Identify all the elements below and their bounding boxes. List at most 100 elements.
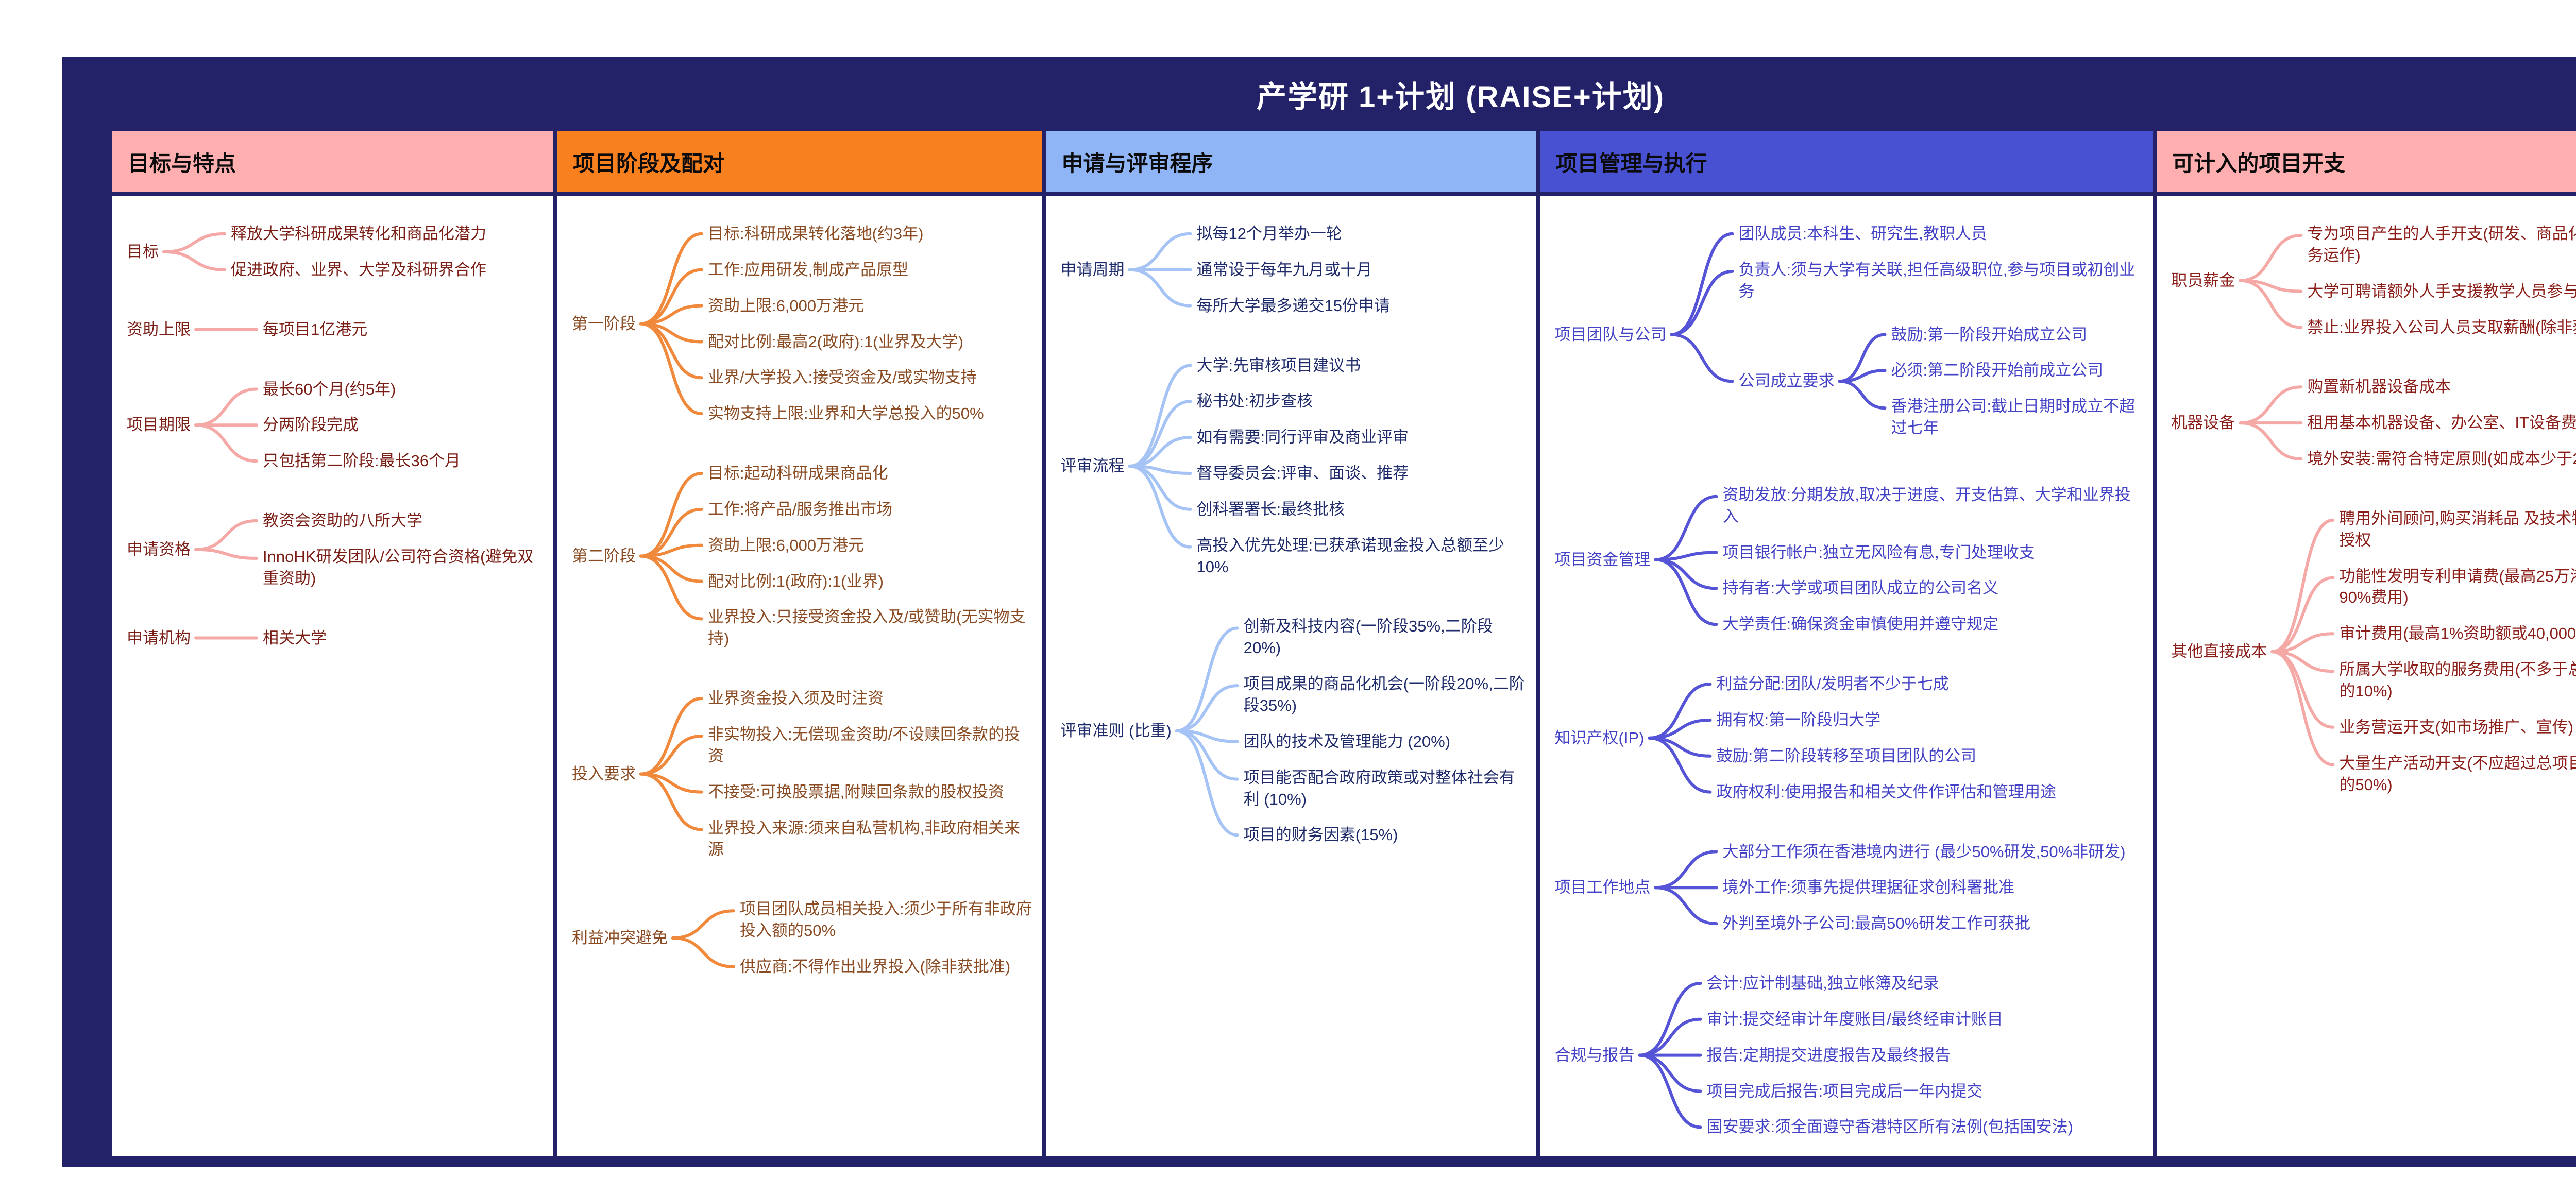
mindmap-group: 合规与报告 会计:应计制基础,独立帐簿及纪录审计:提交经审计年度账目/最终经审计账… xyxy=(1555,965,2145,1145)
column-body: 职员薪金 专为项目产生的人手开支(研发、商品化、业务运作) 大学可聘请额外人手支援教… xyxy=(2157,196,2576,1156)
leaf-node: 大学:先审核项目建议书 xyxy=(1196,356,1361,374)
leaf-node: 业务营运开支(如市场推广、宣传) xyxy=(2339,718,2573,736)
branch-label: 其他直接成本 xyxy=(2171,642,2267,661)
leaf-node: 团队的技术及管理能力 (20%) xyxy=(1243,732,1451,750)
title-bar: 产学研 1+计划 (RAISE+计划) xyxy=(62,57,2576,131)
branch-children: 项目团队成员相关投入:须少于所有非政府投入额的50%供应商:不得作出业界投入(除… xyxy=(740,891,1034,985)
leaf-node: 目标:科研成果转化落地(约3年) xyxy=(707,225,924,243)
leaf-node: 持有者:大学或项目团队成立的公司名义 xyxy=(1722,579,1999,598)
branch-label: 职员薪金 xyxy=(2171,271,2235,289)
leaf-node: 鼓励:第一阶段开始成立公司 xyxy=(1891,325,2088,344)
branch-children: 大学:先审核项目建议书秘书处:初步查核如有需要:同行评审及商业评审督导委员会:评… xyxy=(1196,348,1528,585)
leaf-node: 所属大学收取的服务费用(不多于总开支的10%) xyxy=(2339,660,2576,700)
leaf-node: 禁止:业界投入公司人员支取薪酬(除非获批) xyxy=(2307,318,2576,336)
column-body: 项目团队与公司团队成员:本科生、研究生,教职人员负责人:须与大学有关联,担任高级… xyxy=(1540,196,2153,1156)
column-header: 项目管理与执行 xyxy=(1540,131,2153,196)
branch-label: 评审流程 xyxy=(1060,457,1125,475)
branch-children: 资助发放:分期发放,取决于进度、开支估算、大学和业界投入项目银行帐户:独立无风险… xyxy=(1723,477,2145,642)
leaf-node: 审计:提交经审计年度账目/最终经审计账目 xyxy=(1706,1010,2003,1028)
branch-label: 投入要求 xyxy=(571,764,636,783)
mindmap-group: 其他直接成本 聘用外间顾问,购买消耗品 及技术特许授权功能性发明专利申请费(最高2… xyxy=(2171,501,2576,803)
mindmap-group: 评审流程 大学:先审核项目建议书秘书处:初步查核如有需要:同行评审及商业评审督导委… xyxy=(1060,348,1528,585)
leaf-node: 创新及科技内容(一阶段35%,二阶段20%) xyxy=(1243,617,1493,657)
mindmap-group: 公司成立要求鼓励:第一阶段开始成立公司必须:第二阶段开始前成立公司香港注册公司:… xyxy=(1739,317,2145,446)
mindmap-group: 评审准则 (比重)创新及科技内容(一阶段35%,二阶段20%)项目成果的商品化机… xyxy=(1060,608,1528,853)
branch-children: 业界资金投入须及时注资非实物投入:无偿现金资助/不设赎回条款的投资不接受:可换股… xyxy=(708,680,1034,867)
leaf-node: 项目完成后报告:项目完成后一年内提交 xyxy=(1706,1082,1983,1100)
leaf-node: 供应商:不得作出业界投入(除非获批准) xyxy=(739,957,1011,976)
app-frame: 产学研 1+计划 (RAISE+计划) 目标与特点目标释放大学科研成果转化和商品… xyxy=(62,57,2576,1167)
leaf-node: 项目能否配合政府政策或对整体社会有利 (10%) xyxy=(1243,768,1515,808)
leaf-node: 大学责任:确保资金审慎使用并遵守规定 xyxy=(1722,615,1999,634)
mindmap-group: 项目资金管理资助发放:分期发放,取决于进度、开支估算、大学和业界投入项目银行帐户… xyxy=(1555,477,2145,642)
column-body: 申请周期拟每12个月举办一轮通常设于每年九月或十月每所大学最多递交15份申请评审… xyxy=(1046,196,1536,1156)
branch-children: 会计:应计制基础,独立帐簿及纪录审计:提交经审计年度账目/最终经审计账目报告:定… xyxy=(1707,965,2145,1145)
leaf-node: 政府权利:使用报告和相关文件作评估和管理用途 xyxy=(1716,782,2057,801)
leaf-node: 外判至境外子公司:最高50%研发工作可获批 xyxy=(1722,914,2031,933)
mindmap-group: 申请周期拟每12个月举办一轮通常设于每年九月或十月每所大学最多递交15份申请 xyxy=(1060,216,1528,324)
branch-label: 资助上限 xyxy=(127,320,191,338)
branch-children: 利益分配:团队/发明者不少于七成拥有权:第一阶段归大学鼓励:第二阶段转移至项目团… xyxy=(1716,666,2144,810)
mindmap-column: 申请与评审程序申请周期拟每12个月举办一轮通常设于每年九月或十月每所大学最多递交… xyxy=(1046,131,1536,1156)
leaf-node: 业界资金投入须及时注资 xyxy=(707,689,884,708)
leaf-node: 督导委员会:评审、面谈、推荐 xyxy=(1196,464,1409,483)
leaf-node: 专为项目产生的人手开支(研发、商品化、业务运作) xyxy=(2307,225,2576,264)
branch-children: 每项目1亿港元 xyxy=(263,312,545,348)
column-header: 可计入的项目开支 xyxy=(2157,131,2576,196)
mindmap-group: 第二阶段目标:起动科研成果商品化工作:将产品/服务推出市场资助上限:6,000万… xyxy=(572,455,1034,657)
leaf-node: 不接受:可换股票据,附赎回条款的股权投资 xyxy=(707,782,1005,801)
branch-label: 合规与报告 xyxy=(1554,1046,1635,1064)
leaf-node: 购置新机器设备成本 xyxy=(2307,378,2451,396)
mindmap-group: 项目团队与公司团队成员:本科生、研究生,教职人员负责人:须与大学有关联,担任高级… xyxy=(1555,216,2145,453)
leaf-node: 大部分工作须在香港境内进行 (最少50%研发,50%非研发) xyxy=(1722,842,2126,861)
leaf-node: 审计费用(最高1%资助额或40,000港元) xyxy=(2339,624,2576,643)
mindmap-column: 项目阶段及配对第一阶段目标:科研成果转化落地(约3年)工作:应用研发,制成产品原… xyxy=(557,131,1042,1156)
leaf-node: 创科署署长:最终批核 xyxy=(1196,500,1345,518)
mindmap-group: 项目工作地点大部分工作须在香港境内进行 (最少50%研发,50%非研发)境外工作… xyxy=(1555,834,2145,942)
leaf-node: 业界投入:只接受资金投入及/或赞助(无实物支持) xyxy=(707,608,1026,648)
leaf-node: 香港注册公司:截止日期时成立不超过七年 xyxy=(1891,397,2136,437)
leaf-node: 每所大学最多递交15份申请 xyxy=(1196,296,1390,315)
leaf-node: 秘书处:初步查核 xyxy=(1196,392,1313,411)
leaf-node: 工作:应用研发,制成产品原型 xyxy=(707,260,909,279)
mindmap-group: 目标 释放大学科研成果转化和商品化潜力促进政府、业界、大学及科研界合作 xyxy=(127,216,545,288)
branch-children: 购置新机器设备成本租用基本机器设备、办公室、IT设备费用境外安装:需符合特定原则… xyxy=(2307,369,2576,477)
mindmap-group: 知识产权(IP)利益分配:团队/发明者不少于七成拥有权:第一阶段归大学鼓励:第二… xyxy=(1555,666,2145,810)
leaf-node: 通常设于每年九月或十月 xyxy=(1196,260,1372,279)
leaf-node: InnoHK研发团队/公司符合资格(避免双重资助) xyxy=(263,547,534,587)
branch-label: 目标 xyxy=(127,242,159,261)
leaf-node: 只包括第二阶段:最长36个月 xyxy=(263,452,461,470)
leaf-node: 目标:起动科研成果商品化 xyxy=(707,464,888,483)
page-title: 产学研 1+计划 (RAISE+计划) xyxy=(1256,80,1665,114)
leaf-node: 聘用外间顾问,购买消耗品 及技术特许授权 xyxy=(2339,509,2576,549)
branch-label: 机器设备 xyxy=(2171,414,2235,432)
branch-children: 拟每12个月举办一轮通常设于每年九月或十月每所大学最多递交15份申请 xyxy=(1196,216,1528,324)
mindmap-columns: 目标与特点目标释放大学科研成果转化和商品化潜力促进政府、业界、大学及科研界合作资… xyxy=(112,131,2576,1156)
leaf-node: 拟每12个月举办一轮 xyxy=(1196,225,1342,243)
branch-children: 目标:起动科研成果商品化工作:将产品/服务推出市场资助上限:6,000万港元配对… xyxy=(708,455,1034,657)
branch-children: 最长60个月(约5年)分两阶段完成只包括第二阶段:最长36个月 xyxy=(263,371,545,480)
leaf-node: 拥有权:第一阶段归大学 xyxy=(1716,710,1881,729)
leaf-node: 业界/大学投入:接受资金及/或实物支持 xyxy=(707,368,977,387)
leaf-node: 如有需要:同行评审及商业评审 xyxy=(1196,428,1409,447)
leaf-node: 高投入优先处理:已获承诺现金投入总额至少10% xyxy=(1196,536,1505,576)
column-body: 第一阶段目标:科研成果转化落地(约3年)工作:应用研发,制成产品原型资助上限:6… xyxy=(557,196,1042,1156)
branch-children: 目标:科研成果转化落地(约3年) 工作:应用研发,制成产品原型资助上限:6,000… xyxy=(708,216,1034,432)
leaf-node: 大学可聘请额外人手支援教学人员参与项目 xyxy=(2307,282,2576,300)
leaf-node: 项目成果的商品化机会(一阶段20%,二阶段35%) xyxy=(1243,675,1525,714)
branch-children: 相关大学 xyxy=(263,620,545,656)
leaf-node: 功能性发明专利申请费(最高25万港元或90%费用) xyxy=(2339,567,2576,607)
leaf-node: 团队成员:本科生、研究生,教职人员 xyxy=(1738,225,1987,243)
leaf-node: 资助上限:6,000万港元 xyxy=(707,536,865,554)
leaf-node: 每项目1亿港元 xyxy=(263,320,368,338)
branch-label: 申请机构 xyxy=(127,628,191,647)
leaf-node: 配对比例:1(政府):1(业界) xyxy=(707,572,884,590)
branch-children: 释放大学科研成果转化和商品化潜力促进政府、业界、大学及科研界合作 xyxy=(231,216,545,288)
leaf-node: 资助上限:6,000万港元 xyxy=(707,296,865,315)
leaf-node: 必须:第二阶段开始前成立公司 xyxy=(1891,361,2104,380)
leaf-node: 实物支持上限:业界和大学总投入的50% xyxy=(707,404,984,423)
